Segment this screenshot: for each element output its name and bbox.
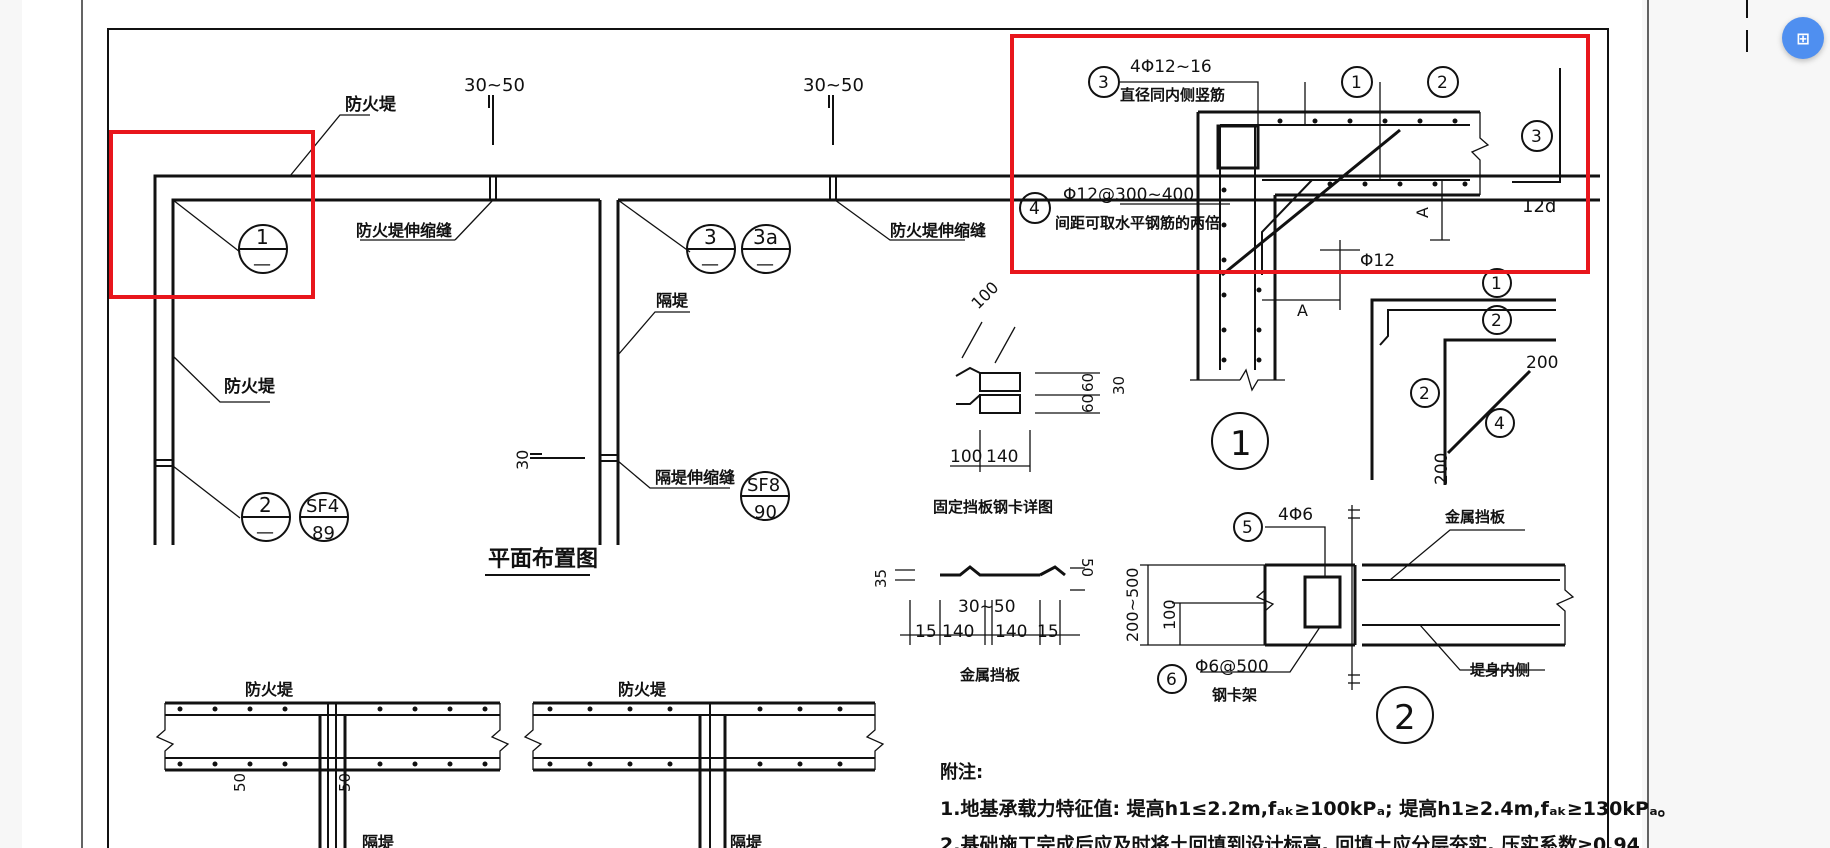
section-left-bottom-label: 隔堤 bbox=[362, 833, 395, 848]
plan-title: 平面布置图 bbox=[488, 546, 598, 572]
detail1-dim-12d: 12d bbox=[1522, 196, 1556, 217]
callout-1-number: 1 bbox=[256, 225, 269, 249]
translate-icon: ⊞ bbox=[1796, 28, 1810, 48]
detail2-marker-5: 5 bbox=[1242, 518, 1253, 538]
metal-plate-dim-140a: 140 bbox=[942, 622, 974, 642]
detail1-rebar-note-2b: 间距可取水平钢筋的两倍 bbox=[1055, 214, 1220, 232]
callout-2-sheet: — bbox=[256, 522, 274, 543]
joint-gap-label-3: 30 bbox=[513, 450, 532, 470]
translate-button[interactable]: ⊞ bbox=[1782, 17, 1824, 59]
detail1-title: 1 bbox=[1230, 424, 1252, 464]
callout-sf4-top: SF4 bbox=[306, 496, 339, 517]
legend-marker-2: 2 bbox=[1491, 311, 1502, 331]
section-dim-50b: 50 bbox=[336, 773, 354, 792]
joint-gap-label-1: 30~50 bbox=[464, 75, 525, 96]
section-right-bottom-label: 隔堤 bbox=[730, 833, 763, 848]
section-dim-50a: 50 bbox=[231, 773, 249, 792]
plan-label-firewall-top: 防火堤 bbox=[345, 94, 397, 115]
plan-label-firewall-joint: 防火堤伸缩缝 bbox=[356, 221, 452, 240]
rebar-dots bbox=[1221, 118, 1468, 363]
section-right-title: 防火堤 bbox=[618, 680, 667, 699]
callout-sf4-bottom: 89 bbox=[312, 523, 335, 544]
detail2-label-plate: 金属挡板 bbox=[1444, 508, 1506, 526]
plan-label-firewall-joint-right: 防火堤伸缩缝 bbox=[890, 221, 986, 240]
detail1-dim-a-horizontal: A bbox=[1297, 301, 1308, 320]
bottom-sections: 防火堤 防火堤 隔堤 隔堤 50 50 bbox=[155, 680, 885, 848]
clip-dim-60a: 60 bbox=[1079, 373, 1097, 392]
clip-detail: 100 60 60 30 100 140 固定挡板钢卡详图 bbox=[933, 278, 1128, 516]
notes-heading: 附注: bbox=[940, 761, 983, 783]
callout-3-sheet: — bbox=[701, 254, 719, 275]
metal-plate-section: 35 50 30~50 15 140 140 15 金属挡板 bbox=[872, 558, 1096, 684]
section-left-title: 防火堤 bbox=[245, 680, 294, 699]
metal-plate-title: 金属挡板 bbox=[959, 666, 1021, 684]
metal-plate-dim-15b: 15 bbox=[1037, 622, 1059, 642]
notes-line-1: 1.地基承载力特征值: 堤高h1≤2.2m,fₐₖ≥100kPₐ; 堤高h1≥2… bbox=[940, 797, 1677, 820]
clip-detail-title: 固定挡板钢卡详图 bbox=[933, 498, 1053, 516]
callout-sf8-bottom: 90 bbox=[754, 502, 777, 523]
callout-sf8-top: SF8 bbox=[747, 475, 780, 496]
plan-label-divider-joint: 隔堤伸缩缝 bbox=[655, 468, 735, 487]
joint-gap-label-2: 30~50 bbox=[803, 75, 864, 96]
legend-marker-4: 4 bbox=[1494, 414, 1505, 434]
detail2-dim-h: 200~500 bbox=[1123, 568, 1142, 642]
metal-plate-dim-15a: 15 bbox=[915, 622, 937, 642]
section-rebar-dots bbox=[177, 706, 843, 767]
detail-1: 4Φ12~16 直径同内侧竖筋 Φ12@300~400 间距可取水平钢筋的两倍 … bbox=[1019, 57, 1561, 470]
detail-2: 5 6 4Φ6 Φ6@500 钢卡架 金属挡板 堤身内侧 200~500 100… bbox=[1123, 505, 1575, 744]
callout-1-sheet: — bbox=[253, 254, 271, 275]
notes-line-2: 2.基础施工完成后应及时将土回填到设计标高, 回填土应分层夯实, 压实系数≥0.… bbox=[940, 833, 1640, 848]
metal-plate-dim-35: 35 bbox=[872, 569, 890, 588]
notes: 附注: 1.地基承载力特征值: 堤高h1≤2.2m,fₐₖ≥100kPₐ; 堤高… bbox=[940, 761, 1677, 848]
plan-layout: 防火堤 防火堤伸缩缝 防火堤伸缩缝 防火堤 隔堤 隔堤伸缩缝 平面布置图 30~… bbox=[153, 75, 1600, 576]
plan-label-firewall-left: 防火堤 bbox=[224, 376, 276, 397]
highlight-box-detail-1 bbox=[1010, 34, 1590, 274]
legend-marker-2b: 2 bbox=[1419, 384, 1430, 404]
detail1-bar-phi12: Φ12 bbox=[1360, 251, 1395, 271]
legend-dim-200b: 200 bbox=[1432, 453, 1452, 485]
metal-plate-dim-140b: 140 bbox=[995, 622, 1027, 642]
detail1-marker-3: 3 bbox=[1098, 73, 1109, 93]
legend-dim-200a: 200 bbox=[1526, 353, 1558, 373]
highlight-box-callout-1 bbox=[109, 130, 315, 299]
detail2-marker-6: 6 bbox=[1166, 670, 1177, 690]
bar-shape-legend: 1 2 2 4 200 200 bbox=[1370, 268, 1558, 485]
detail2-dim-100: 100 bbox=[1160, 599, 1179, 630]
detail1-marker-3-side: 3 bbox=[1531, 127, 1542, 147]
detail2-title: 2 bbox=[1394, 698, 1416, 738]
detail2-label-phi6: Φ6@500 bbox=[1195, 657, 1269, 677]
clip-dim-60b: 60 bbox=[1079, 394, 1097, 413]
detail1-marker-1: 1 bbox=[1351, 73, 1362, 93]
clip-dim-30: 30 bbox=[1110, 376, 1128, 395]
legend-marker-1: 1 bbox=[1491, 274, 1502, 294]
detail2-label-4phi6: 4Φ6 bbox=[1278, 505, 1313, 525]
detail2-label-inner: 堤身内侧 bbox=[1470, 661, 1530, 679]
callout-3a-number: 3a bbox=[753, 225, 778, 249]
callout-3-number: 3 bbox=[704, 225, 717, 249]
clip-dim-100b: 100 bbox=[950, 447, 982, 467]
callout-2-number: 2 bbox=[259, 493, 272, 517]
metal-plate-dim-50: 50 bbox=[1078, 558, 1096, 577]
detail1-marker-4: 4 bbox=[1029, 199, 1040, 219]
detail1-rebar-note-2: Φ12@300~400 bbox=[1063, 185, 1194, 205]
clip-dim-100: 100 bbox=[967, 278, 1002, 313]
plan-label-divider: 隔堤 bbox=[656, 291, 689, 310]
detail2-label-clip: 钢卡架 bbox=[1212, 686, 1257, 704]
detail1-rebar-note-1b: 直径同内侧竖筋 bbox=[1120, 86, 1225, 104]
detail1-dim-a-vertical: A bbox=[1413, 207, 1432, 218]
callout-3a-sheet: — bbox=[756, 254, 774, 275]
metal-plate-dim-3050: 30~50 bbox=[958, 597, 1016, 617]
detail1-rebar-note-1: 4Φ12~16 bbox=[1130, 57, 1212, 77]
detail1-marker-2: 2 bbox=[1437, 73, 1448, 93]
page-border bbox=[81, 0, 1748, 848]
clip-dim-140: 140 bbox=[986, 447, 1018, 467]
